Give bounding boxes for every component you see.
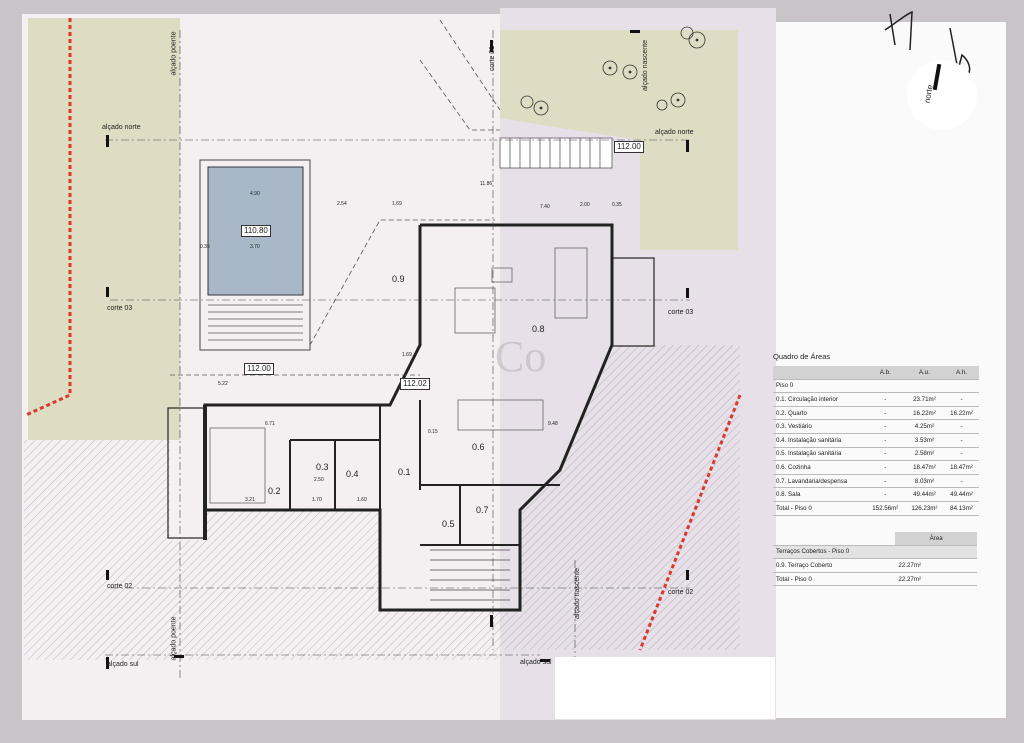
dim-label: 1.69: [402, 352, 412, 358]
interior-stair: [430, 549, 510, 601]
table-row: 0.3. Vestiário-4.25m²-: [773, 419, 979, 434]
tree-icon: [520, 26, 706, 116]
alcado-poente-bottom: alçado poente: [170, 616, 178, 661]
dim-label: 3.70: [250, 244, 260, 250]
hatch-south-west: [24, 440, 500, 660]
dim-label: 2.54: [337, 201, 347, 207]
corte-03-west: corte 03: [107, 305, 133, 312]
table-row: 0.1. Circulação interior-23.71m²-: [773, 392, 979, 407]
property-boundary-east: [638, 394, 742, 651]
corte-03-east: corte 03: [668, 309, 694, 316]
dim-label: 2.00: [580, 202, 590, 208]
group-label: Terraços Cobertos - Piso 0: [773, 545, 977, 560]
room-0-9: 0.9: [392, 274, 405, 284]
col-header: [773, 366, 866, 380]
building-walls: [167, 223, 655, 612]
level-pool: 110.80: [241, 225, 271, 237]
terrain-north: [500, 30, 738, 145]
terrace-cover: [170, 19, 501, 376]
watermark: Co: [495, 332, 547, 381]
col-header: Área: [895, 532, 977, 546]
corte-02-east: corte 02: [668, 589, 694, 596]
blank-label-box: [555, 657, 775, 719]
dim-label: 0.15: [428, 429, 438, 435]
section-markers: [106, 30, 689, 669]
dim-label: 1.70: [312, 497, 322, 503]
dim-label: 1.69: [392, 201, 402, 207]
section-lines: [105, 30, 690, 680]
room-0-4: 0.4: [346, 469, 359, 479]
terrain-west: [28, 18, 180, 440]
dim-label: 4.90: [250, 191, 260, 197]
alcado-sul-east: alçado sul: [520, 659, 552, 666]
north-stair: [499, 137, 613, 169]
alcado-nascente-bottom: alçado nascente: [573, 568, 581, 619]
room-0-8: 0.8: [532, 324, 545, 334]
dim-label: 0.35: [612, 202, 622, 208]
alcado-poente-top: alçado poente: [170, 31, 178, 76]
dim-label: 5.22: [218, 381, 228, 387]
alcado-norte-east: alçado norte: [655, 129, 694, 136]
dim-label: 2.50: [314, 477, 324, 483]
dim-label: 0.35: [200, 244, 210, 250]
table-row: 0.5. Instalação sanitária-2.58m²-: [773, 447, 979, 462]
room-0-5: 0.5: [442, 519, 455, 529]
room-0-6: 0.6: [472, 442, 485, 452]
dim-label: 1.60: [357, 497, 367, 503]
room-0-1: 0.1: [398, 467, 411, 477]
group-label: Piso 0: [773, 379, 979, 394]
hatch-south-east: [500, 345, 740, 650]
areas-title: Quadro de Áreas: [773, 352, 831, 361]
north-arrow-icon: [907, 60, 977, 130]
room-0-2: 0.2: [268, 486, 281, 496]
table-row: 0.7. Lavandaria/despensa-8.03m²-: [773, 474, 979, 489]
level-mid: 112.02: [400, 378, 430, 390]
dim-label: 9.48: [548, 421, 558, 427]
room-0-7: 0.7: [476, 505, 489, 515]
furniture: [209, 247, 588, 504]
col-header: A.u.: [904, 366, 944, 380]
terrain-east: [640, 140, 738, 250]
table-row: 0.4. Instalação sanitária-3.53m²-: [773, 433, 979, 448]
dim-label: 11.86: [480, 181, 493, 187]
dim-label: 3.21: [245, 497, 255, 503]
col-header: A.h.: [944, 366, 979, 380]
dim-label: 6.71: [265, 421, 275, 427]
alcado-nascente-top: alçado nascente: [641, 40, 649, 91]
corte-01: corte 01: [489, 45, 497, 72]
alcado-norte-west: alçado norte: [102, 124, 141, 131]
property-boundary: [25, 18, 72, 417]
pool-steps: [208, 304, 303, 341]
col-header: A.b.: [865, 366, 905, 380]
room-0-3: 0.3: [316, 462, 329, 472]
dim-label: 7.40: [540, 204, 550, 210]
terracos-table: Área Terraços Cobertos - Piso 0 0.9. Ter…: [773, 532, 977, 587]
alcado-sul-west: alçado sul: [107, 661, 139, 668]
level-south: 112.00: [244, 363, 274, 375]
areas-table: Quadro de Áreas A.b. A.u. A.h. Piso 0 0.…: [773, 352, 979, 516]
level-north: 112.00: [614, 141, 644, 153]
corte-02-west: corte 02: [107, 583, 133, 590]
